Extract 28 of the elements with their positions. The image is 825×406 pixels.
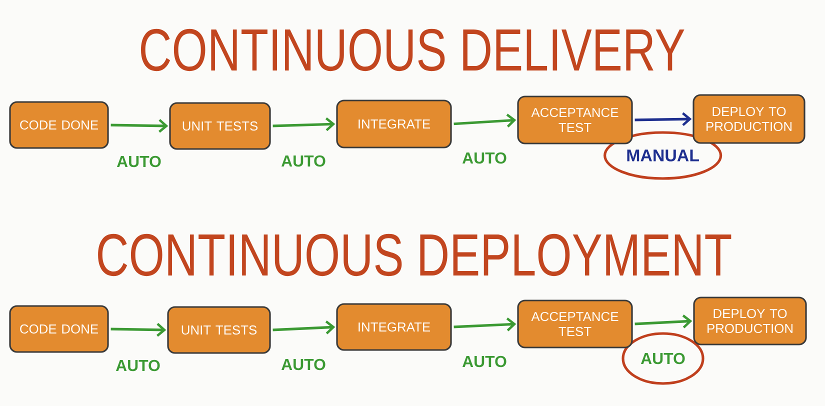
process-box: UNIT TESTS [169, 102, 271, 150]
process-box: UNIT TESTS [167, 306, 271, 354]
edge-label: AUTO [462, 356, 506, 368]
edge-label: AUTO [640, 352, 685, 364]
arrow [272, 117, 336, 132]
process-box: INTEGRATE [336, 100, 452, 148]
heading: CONTINUOUS DEPLOYMENT [98, 234, 732, 276]
arrow [454, 114, 516, 128]
edge-label: AUTO [281, 155, 326, 167]
edge-label: AUTO [116, 156, 161, 168]
process-box: DEPLOY TO PRODUCTION [692, 94, 806, 144]
edge-label: AUTO [116, 360, 160, 372]
edge-label: AUTO [462, 152, 506, 164]
process-box: DEPLOY TO PRODUCTION [693, 296, 807, 346]
heading: CONTINUOUS DELIVERY [141, 28, 684, 72]
process-box: ACCEPTANCE TEST [517, 300, 633, 348]
process-box: CODE DONE [9, 101, 109, 149]
arrow [110, 322, 166, 337]
arrow [634, 314, 692, 328]
process-box: INTEGRATE [336, 303, 452, 351]
process-box: CODE DONE [9, 305, 109, 353]
edge-label: MANUAL [627, 150, 699, 162]
arrow [634, 112, 692, 126]
arrow [454, 318, 516, 332]
arrow [272, 320, 336, 334]
process-box: ACCEPTANCE TEST [517, 96, 633, 144]
arrow [110, 118, 168, 133]
edge-label: AUTO [281, 358, 326, 370]
